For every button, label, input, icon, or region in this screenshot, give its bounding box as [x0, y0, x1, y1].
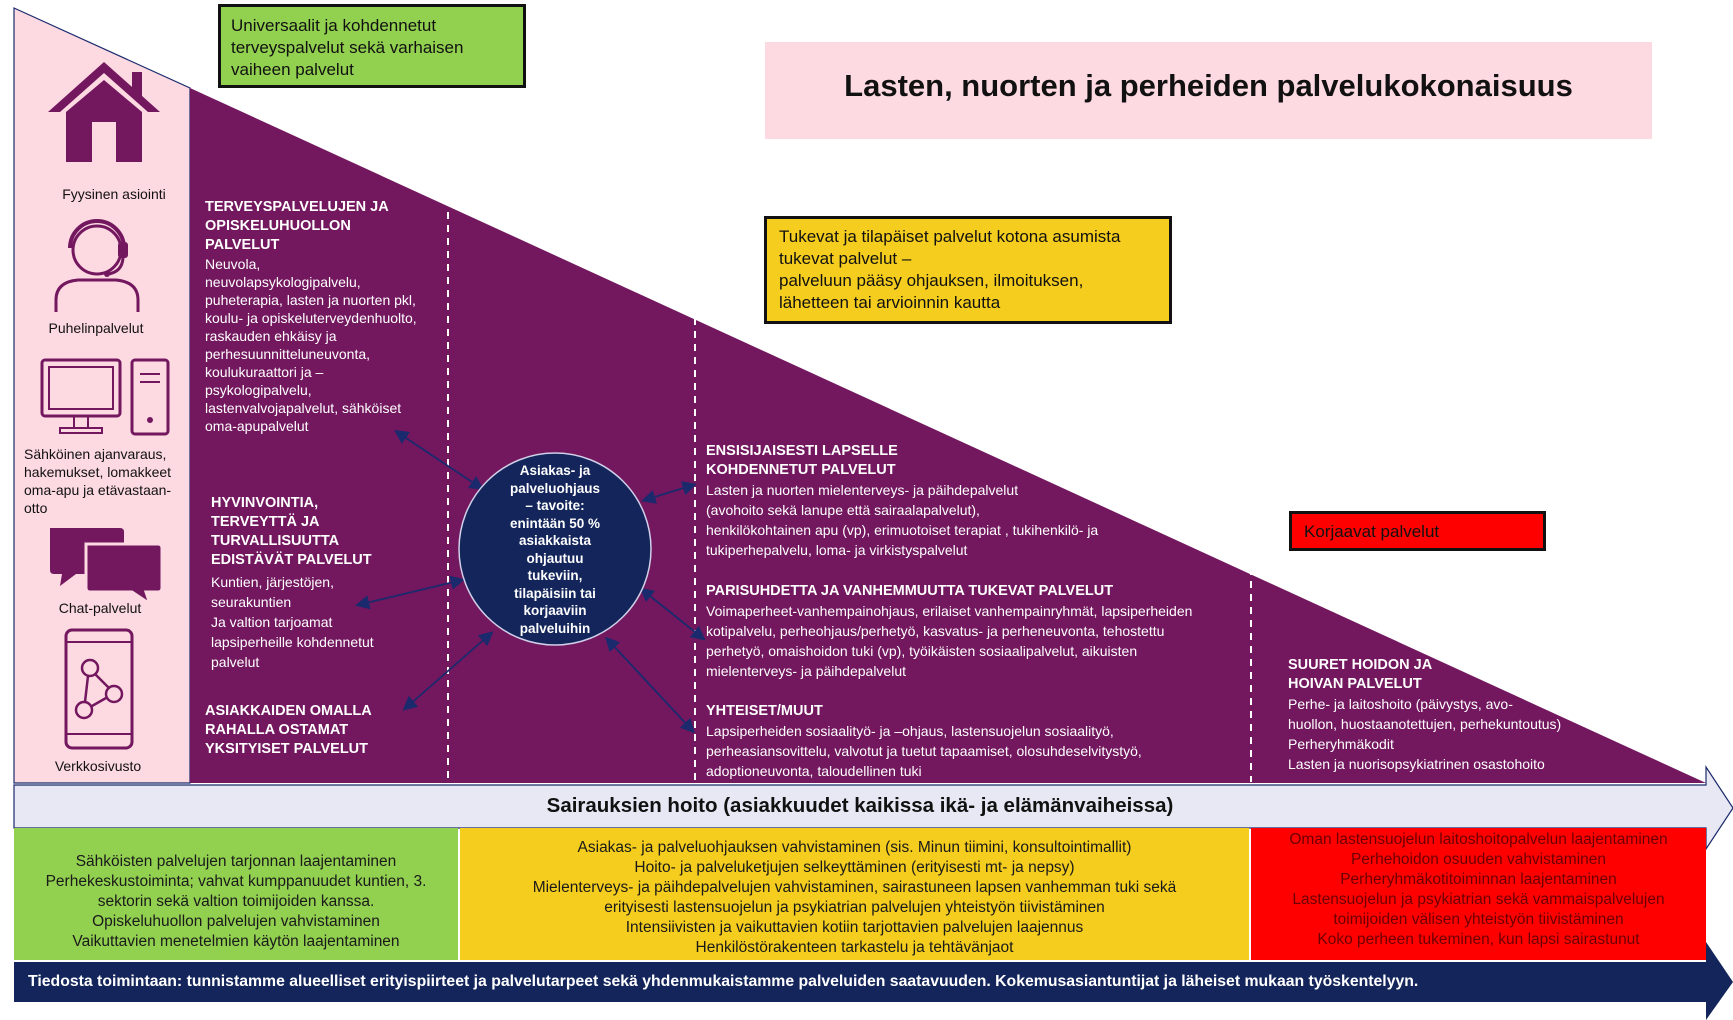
- group-heading: ASIAKKAIDEN OMALLA RAHALLA OSTAMAT YKSIT…: [205, 703, 372, 757]
- bottom-column-red: Oman lastensuojelun laitoshoitopalvelun …: [1251, 828, 1706, 960]
- universal-services-box: Universaalit ja kohdennetut terveyspalve…: [218, 4, 526, 88]
- group-child-targeted: ENSISIJAISESTI LAPSELLE KOHDENNETUT PALV…: [706, 442, 1226, 560]
- group-major-care: SUURET HOIDON JA HOIVAN PALVELUT Perhe- …: [1288, 656, 1618, 774]
- group-body: Lapsiperheiden sosiaalityö- ja –ohjaus, …: [706, 723, 1142, 779]
- group-heading: YHTEISET/MUUT: [706, 703, 823, 719]
- channel-label-phone: Puhelinpalvelut: [48, 320, 144, 336]
- group-heading: PARISUHDETTA JA VANHEMMUUTTA TUKEVAT PAL…: [706, 583, 1114, 599]
- group-body: Kuntien, järjestöjen, seurakuntien Ja va…: [211, 574, 374, 670]
- group-health-services: TERVEYSPALVELUJEN JA OPISKELUHUOLLON PAL…: [205, 198, 450, 435]
- arrow-4: [641, 481, 697, 504]
- channel-label-chat: Chat-palvelut: [58, 600, 142, 616]
- chat-icon: [50, 528, 164, 606]
- channel-label-physical: Fyysinen asiointi: [62, 186, 166, 202]
- group-body: Lasten ja nuorten mielenterveys- ja päih…: [706, 482, 1099, 558]
- channel-label-website: Verkkosivusto: [54, 758, 142, 774]
- arrow-3: [402, 631, 494, 711]
- computer-icon: [40, 358, 170, 436]
- arrow-2: [354, 575, 466, 610]
- group-wellbeing-services: HYVINVOINTIA, TERVEYTTÄ JA TURVALLISUUTT…: [211, 494, 441, 672]
- disease-care-banner: Sairauksien hoito (asiakkuudet kaikissa …: [546, 794, 1174, 817]
- phone-network-icon: [64, 628, 134, 750]
- group-heading: TERVEYSPALVELUJEN JA OPISKELUHUOLLON PAL…: [205, 199, 389, 253]
- title-panel: [765, 42, 1652, 139]
- bottom-column-green: Sähköisten palvelujen tarjonnan laajenta…: [14, 828, 458, 960]
- footer-arrow: [14, 942, 1733, 1020]
- group-body: Perhe- ja laitoshoito (päivystys, avo- h…: [1288, 696, 1562, 772]
- channel-label-electronic: Sähköinen ajanvaraus, hakemukset, lomakk…: [24, 446, 172, 516]
- center-circle: [458, 452, 652, 646]
- arrow-6: [605, 636, 695, 734]
- group-heading: HYVINVOINTIA, TERVEYTTÄ JA TURVALLISUUTT…: [211, 495, 372, 568]
- group-heading: SUURET HOIDON JA HOIVAN PALVELUT: [1288, 657, 1433, 692]
- supportive-services-box: Tukevat ja tilapäiset palvelut kotona as…: [764, 216, 1172, 324]
- group-common: YHTEISET/MUUT Lapsiperheiden sosiaalityö…: [706, 702, 1246, 781]
- group-parenting: PARISUHDETTA JA VANHEMMUUTTA TUKEVAT PAL…: [706, 582, 1266, 681]
- arrow-5: [639, 587, 706, 641]
- group-body: Neuvola, neuvolapsykologipalvelu, puhete…: [205, 256, 417, 434]
- page-title: Lasten, nuorten ja perheiden palvelukoko…: [844, 68, 1573, 103]
- group-heading: ENSISIJAISESTI LAPSELLE KOHDENNETUT PALV…: [706, 443, 898, 478]
- headset-icon: [54, 219, 140, 312]
- footer-text: Tiedosta toimintaan: tunnistamme alueell…: [28, 973, 1419, 990]
- group-private-services: ASIAKKAIDEN OMALLA RAHALLA OSTAMAT YKSIT…: [205, 702, 435, 759]
- house-icon: [48, 62, 160, 162]
- group-body: Voimaperheet-vanhempainohjaus, erilaiset…: [706, 603, 1193, 679]
- center-circle-text: Asiakas- ja palveluohjaus – tavoite: eni…: [509, 463, 601, 636]
- corrective-services-box: Korjaavat palvelut: [1289, 511, 1546, 551]
- arrow-1: [394, 430, 484, 490]
- bottom-column-yellow: Asiakas- ja palveluohjauksen vahvistamin…: [460, 828, 1249, 960]
